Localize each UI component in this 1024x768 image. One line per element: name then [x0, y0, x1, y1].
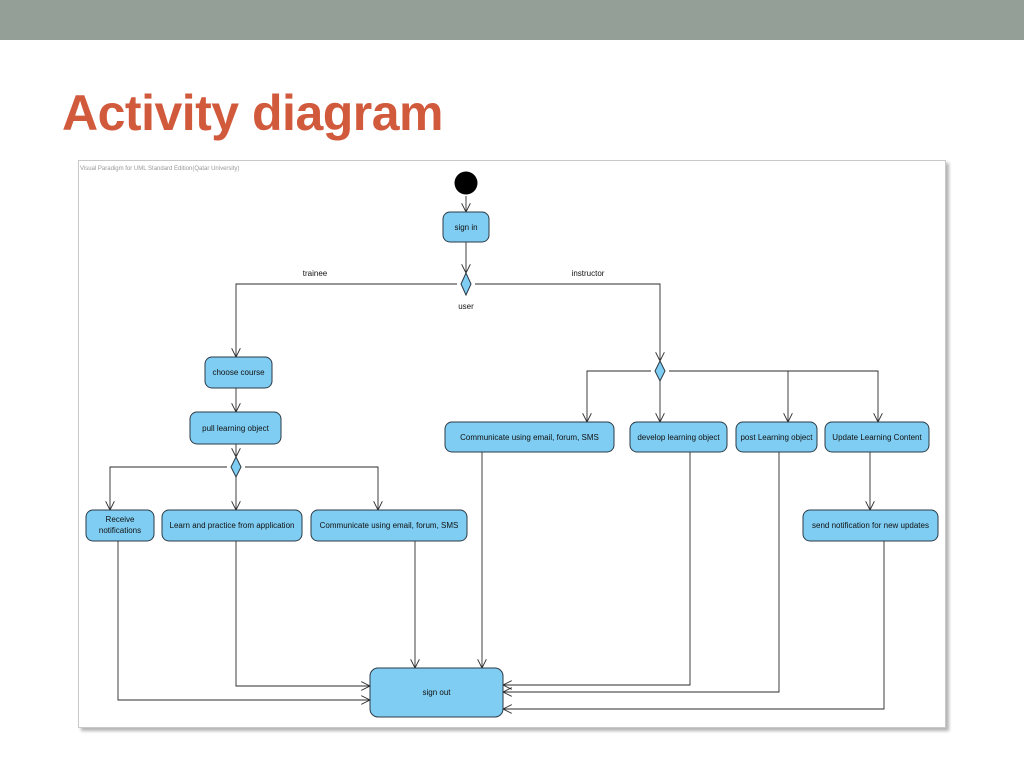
edge-fork-receive [110, 466, 227, 510]
edge-trainee-choose [236, 283, 457, 357]
edge-send-signout [503, 541, 885, 709]
activity-choose-course: choose course [204, 356, 273, 389]
edge-fork-update [669, 370, 878, 422]
edge-fork-tcomm [245, 466, 378, 510]
activity-receive-notifications-label-line2: notifications [99, 526, 141, 535]
activity-learn-and-practice-label: Learn and practice from application [170, 521, 295, 530]
activity-trainee-communicate-label: Communicate using email, forum, SMS [320, 521, 459, 530]
edge-learn-signout [235, 541, 370, 686]
activity-trainee-communicate: Communicate using email, forum, SMS [310, 509, 468, 542]
activity-pull-learning-object: pull learning object [189, 411, 282, 445]
top-banner [0, 0, 1024, 40]
activity-develop-learning-object-label: develop learning object [637, 433, 720, 442]
activity-sign-out-label: sign out [422, 688, 451, 697]
edge-develop-signout [503, 452, 691, 685]
activity-learn-and-practice: Learn and practice from application [161, 509, 303, 542]
activity-pull-learning-object-label: pull learning object [202, 424, 269, 433]
instructor-guard-label: instructor [572, 269, 605, 278]
activity-update-learning-content-label: Update Learning Content [832, 433, 922, 442]
activity-instructor-communicate: Communicate using email, forum, SMS [444, 421, 615, 453]
activity-receive-notifications: Receive notifications [85, 509, 155, 542]
edge-receive-signout [117, 541, 370, 700]
user-decision-node [460, 271, 472, 297]
activity-post-learning-object-label: post Learning object [740, 433, 813, 442]
flow-edges [110, 196, 885, 709]
activity-post-learning-object: post Learning object [735, 421, 818, 453]
edge-post-signout [503, 452, 780, 692]
instructor-fork-node [654, 359, 666, 383]
activity-instructor-communicate-label: Communicate using email, forum, SMS [460, 433, 599, 442]
activity-send-notification-label: send notification for new updates [812, 521, 929, 530]
activity-sign-in-label: sign in [454, 223, 477, 232]
edge-fork-icomm [587, 370, 651, 422]
decision-label: user [458, 302, 474, 311]
activity-choose-course-label: choose course [212, 368, 265, 377]
activity-sign-in: sign in [442, 211, 490, 243]
activity-develop-learning-object: develop learning object [629, 421, 728, 453]
edge-instructor-fork [475, 283, 660, 361]
activity-sign-out: sign out [369, 667, 504, 718]
activity-send-notification: send notification for new updates [802, 509, 939, 542]
trainee-guard-label: trainee [303, 269, 328, 278]
activity-update-learning-content: Update Learning Content [824, 421, 930, 453]
diagram-watermark: Visual Paradigm for UML Standard Edition… [80, 166, 239, 172]
initial-node [454, 171, 478, 195]
trainee-fork-node [230, 455, 242, 479]
activity-receive-notifications-label-line1: Receive [106, 515, 135, 524]
slide-title: Activity diagram [62, 85, 444, 141]
